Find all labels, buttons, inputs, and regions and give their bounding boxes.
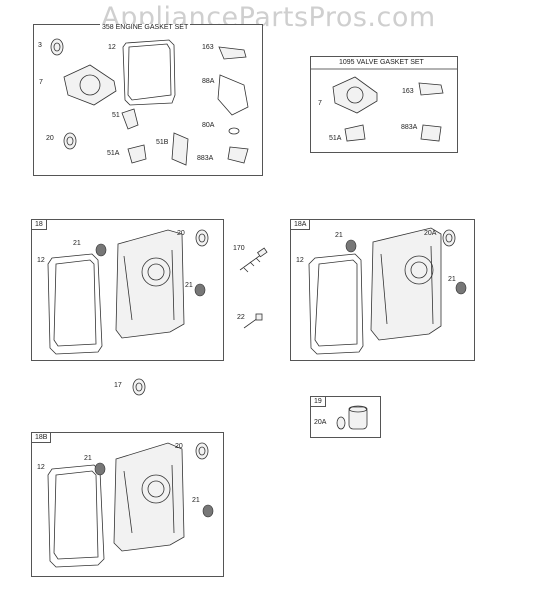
callout-20: 20 <box>46 135 54 142</box>
a18-callout-21: 21 <box>73 240 81 247</box>
assembly-18-panel: 18 21 20 12 21 <box>31 219 224 361</box>
assembly-19-tag: 19 <box>311 397 326 407</box>
loose-callout-22: 22 <box>237 314 245 321</box>
callout-51a: 51A <box>107 150 120 157</box>
callout-7: 7 <box>39 79 43 86</box>
valve-gasket-set-title: 1095 VALVE GASKET SET <box>337 59 426 66</box>
valve-gasket-set-drawing <box>311 68 457 142</box>
assembly-18a-panel: 18A 21 20A 12 21 <box>290 219 475 361</box>
callout-163: 163 <box>202 44 214 51</box>
assembly-18b-panel: 18B 21 20 12 21 <box>31 432 224 577</box>
valve-callout-883a: 883A <box>401 124 418 131</box>
engine-gasket-set-drawing <box>50 38 249 166</box>
assembly-18a-drawing <box>308 227 467 355</box>
a18-callout-21b: 21 <box>185 282 193 289</box>
callout-3: 3 <box>38 42 42 49</box>
a18-callout-20: 20 <box>177 230 185 237</box>
loose-callout-170: 170 <box>233 245 245 252</box>
valve-callout-163: 163 <box>402 88 414 95</box>
callout-12: 12 <box>108 44 116 51</box>
engine-gasket-set-panel: 358 ENGINE GASKET SET 3 12 163 7 88A 51 … <box>33 24 263 176</box>
callout-88a: 88A <box>202 78 215 85</box>
valve-callout-51a: 51A <box>329 135 342 142</box>
loose-callout-17: 17 <box>114 382 122 389</box>
a18a-callout-21b: 21 <box>448 276 456 283</box>
assembly-19-drawing <box>336 405 368 430</box>
a18b-callout-12: 12 <box>37 464 45 471</box>
engine-gasket-set-title: 358 ENGINE GASKET SET <box>100 24 191 31</box>
assembly-18-drawing <box>47 229 209 355</box>
a18a-callout-12: 12 <box>296 257 304 264</box>
valve-gasket-set-panel: 1095 VALVE GASKET SET 7 163 51A 883A <box>310 56 458 153</box>
callout-51: 51 <box>112 112 120 119</box>
callout-51b: 51B <box>156 139 169 146</box>
assembly-18b-drawing <box>47 442 214 568</box>
assembly-18b-tag: 18B <box>32 433 52 443</box>
a18a-callout-20a: 20A <box>424 230 437 237</box>
a18b-callout-21: 21 <box>84 455 92 462</box>
assembly-19-panel: 19 20A <box>310 396 381 438</box>
assembly-18-tag: 18 <box>32 220 47 230</box>
assembly-18a-tag: 18A <box>291 220 311 230</box>
a18b-callout-20: 20 <box>175 443 183 450</box>
valve-callout-7: 7 <box>318 100 322 107</box>
a18a-callout-21: 21 <box>335 232 343 239</box>
callout-80a: 80A <box>202 122 215 129</box>
callout-883a: 883A <box>197 155 214 162</box>
a18-callout-12: 12 <box>37 257 45 264</box>
a19-callout-20a: 20A <box>314 419 327 426</box>
a18b-callout-21b: 21 <box>192 497 200 504</box>
